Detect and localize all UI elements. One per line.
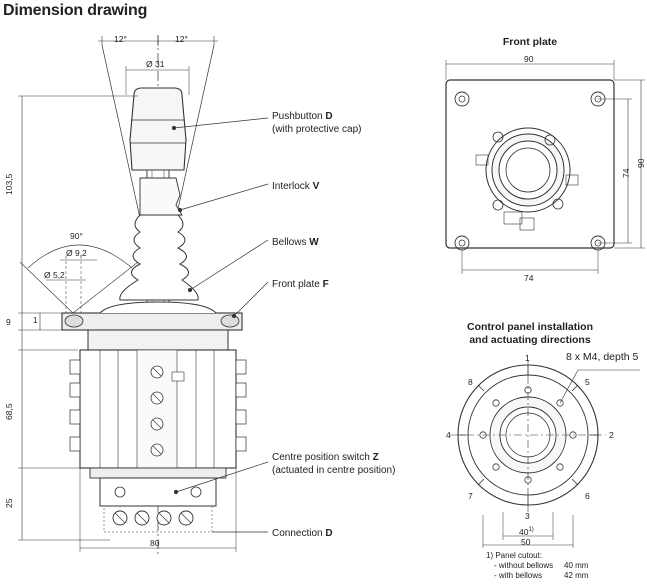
interlock-callout-text: Interlock (272, 181, 313, 192)
diameter-31-label: Ø 31 (146, 59, 165, 69)
interlock-letter: V (312, 181, 320, 192)
connection-letter: D (325, 528, 333, 539)
angle-right-label: 12° (175, 34, 188, 44)
diameter-92-label: Ø 9,2 (66, 248, 87, 258)
centre-switch-letter: Z (372, 452, 379, 463)
pushbutton-letter: D (325, 111, 333, 122)
connection-callout-text: Connection (272, 528, 326, 539)
outer-dim: 50 (521, 537, 531, 547)
front-plate-dim-top: 90 (524, 54, 534, 64)
front-plate-callout-text: Front plate (272, 279, 323, 290)
direction-5: 5 (585, 377, 590, 387)
footnote-row-1-label: - without bellows (494, 561, 554, 570)
control-panel-view (450, 360, 640, 548)
front-plate-letter: F (322, 279, 329, 290)
footnote-row-1-value: 40 mm (564, 561, 589, 570)
direction-7: 7 (468, 491, 473, 501)
bellows-callout: Bellows W (272, 236, 319, 249)
side-view (18, 35, 247, 555)
direction-6: 6 (585, 491, 590, 501)
angle-90-label: 90° (70, 231, 83, 241)
cutout-dim-sup: 1) (528, 527, 534, 533)
direction-3: 3 (525, 511, 530, 521)
direction-8: 8 (468, 377, 473, 387)
angle-left-label: 12° (114, 34, 127, 44)
centre-switch-callout-text: Centre position switch (272, 452, 373, 463)
pushbutton-callout: Pushbutton D (with protective cap) (272, 110, 361, 136)
dim-1-label: 1 (33, 316, 38, 325)
direction-2: 2 (609, 430, 614, 440)
bellows-callout-text: Bellows (272, 237, 310, 248)
direction-4: 4 (446, 430, 451, 440)
cutout-dim: 401) (519, 524, 534, 539)
dim-80-label: 80 (150, 538, 160, 548)
footnote-row-2: - with bellows 42 mm (486, 571, 588, 581)
pushbutton-callout-note: (with protective cap) (272, 124, 362, 135)
front-plate-callout: Front plate F (272, 278, 329, 291)
callout-leaders (173, 117, 269, 533)
footnote-row-2-value: 42 mm (564, 571, 589, 580)
front-plate-view (445, 60, 645, 274)
front-plate-heading: Front plate (502, 36, 558, 48)
front-plate-dim-right-outer: 90 (636, 158, 646, 168)
pushbutton-callout-text: Pushbutton (272, 111, 326, 122)
front-plate-dim-right-inner: 74 (621, 168, 631, 178)
dim-25-label: 25 (4, 498, 14, 508)
centre-switch-callout: Centre position switch Z (actuated in ce… (272, 451, 395, 477)
page-title: Dimension drawing (3, 2, 148, 19)
control-panel-heading-2: and actuating directions (469, 334, 591, 346)
control-panel-heading-1: Control panel installation (466, 321, 593, 333)
centre-switch-callout-note: (actuated in centre position) (272, 465, 396, 476)
diameter-52-label: Ø 5,2 (44, 270, 65, 280)
dim-9-label: 9 (6, 317, 11, 327)
footnote-row-1: - without bellows 40 mm (486, 561, 588, 571)
interlock-callout: Interlock V (272, 180, 319, 193)
cutout-dim-value: 40 (519, 526, 529, 537)
direction-1: 1 (525, 353, 530, 363)
bellows-letter: W (309, 237, 319, 248)
footnote-title: 1) Panel cutout: (486, 551, 543, 560)
front-plate-dim-bottom: 74 (524, 273, 534, 283)
connection-callout: Connection D (272, 527, 333, 540)
footnote-row-2-label: - with bellows (494, 571, 543, 580)
dim-1035-label: 103,5 (4, 173, 14, 195)
holes-label: 8 x M4, depth 5 (566, 351, 639, 363)
dim-685-label: 68,5 (4, 403, 14, 420)
